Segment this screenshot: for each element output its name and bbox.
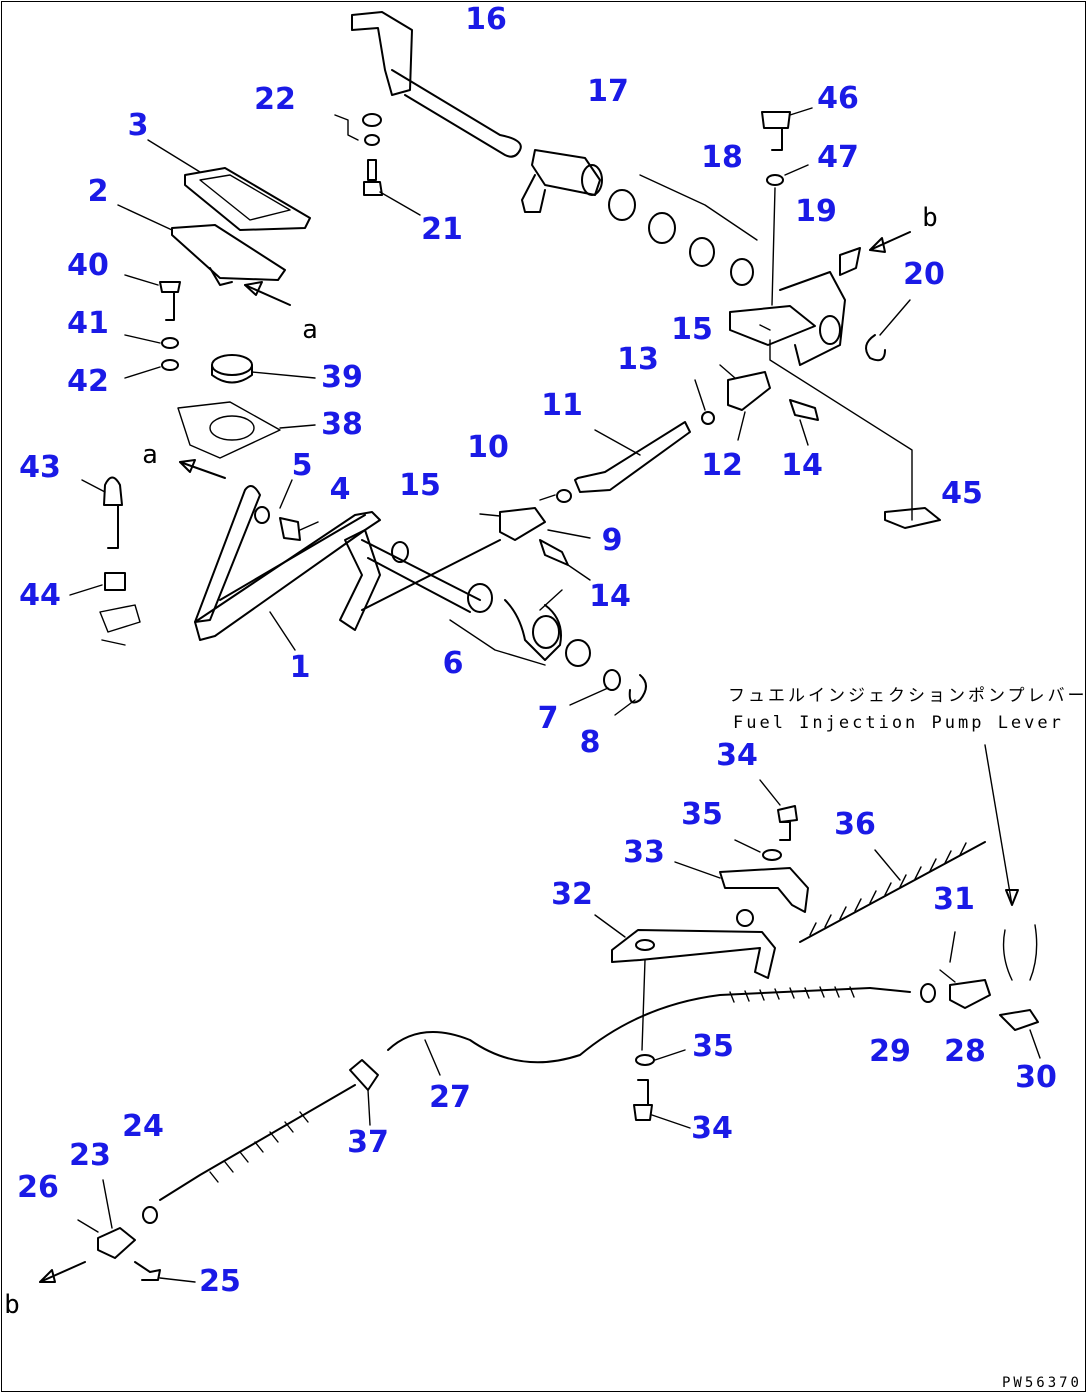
part-plate-45: [769, 339, 941, 529]
callout-45: 45: [941, 476, 983, 511]
ref-b-bottom: b: [4, 1290, 20, 1320]
callout-44: 44: [19, 578, 61, 613]
callout-35-bottom: 35: [692, 1029, 734, 1064]
callout-1: 1: [289, 650, 311, 685]
part-sleeve: [521, 149, 603, 213]
part-cable-end: [39, 1179, 196, 1283]
callout-4: 4: [329, 472, 351, 507]
part-snap-ring: [865, 299, 911, 362]
pump-lever-leader: [984, 744, 1019, 906]
callout-30: 30: [1015, 1060, 1057, 1095]
part-bracket-33: [674, 861, 809, 913]
part-bolt-46: [761, 107, 813, 306]
callout-9: 9: [601, 523, 623, 558]
note-japanese: フュエルインジェクションポンプレバー: [728, 686, 1088, 706]
part-rod-clevis-rear: [694, 364, 771, 441]
callout-5: 5: [291, 448, 313, 483]
part-bracket-32: [594, 909, 776, 1051]
callout-17: 17: [587, 74, 629, 109]
ref-a-top: a: [302, 315, 318, 345]
ref-a-left: a: [142, 440, 158, 470]
part-stopper-bolt: [254, 479, 319, 541]
part-spring: [799, 841, 986, 943]
part-shaft-bracket: [351, 11, 522, 158]
part-clip-bolt: [334, 113, 421, 216]
callout-37: 37: [347, 1125, 389, 1160]
callout-15-lower: 15: [399, 468, 441, 503]
callout-14-lower: 14: [589, 579, 631, 614]
drawing-code: PW56370: [1001, 1375, 1082, 1391]
callout-15-upper: 15: [671, 312, 713, 347]
callout-47: 47: [817, 140, 859, 175]
part-pedal-lever: [179, 459, 501, 651]
callout-31: 31: [933, 882, 975, 917]
part-rod-clevis-front: [479, 489, 591, 541]
callout-40: 40: [67, 248, 109, 283]
callout-43: 43: [19, 450, 61, 485]
callout-46: 46: [817, 81, 859, 116]
callout-16: 16: [465, 2, 507, 37]
callout-3: 3: [127, 108, 149, 143]
part-washer-clip: [569, 669, 647, 716]
part-boot-plate: [177, 354, 316, 459]
part-bolt-washers: [124, 274, 181, 379]
callout-29: 29: [869, 1034, 911, 1069]
callout-7: 7: [537, 701, 559, 736]
part-cable-joint: [920, 924, 1041, 1059]
part-bellcrank: [729, 231, 911, 366]
callout-14-upper: 14: [781, 448, 823, 483]
ref-b-right: b: [922, 203, 938, 233]
callout-27: 27: [429, 1080, 471, 1115]
callout-39: 39: [321, 360, 363, 395]
callout-42: 42: [67, 364, 109, 399]
part-bolt-34-top: [734, 779, 798, 861]
callout-23: 23: [69, 1138, 111, 1173]
callout-12: 12: [701, 448, 743, 483]
part-cable-rear: [159, 1059, 379, 1201]
callout-34-top: 34: [716, 738, 758, 773]
part-pedal-plate: [117, 204, 291, 306]
callout-10: 10: [467, 430, 509, 465]
callout-8: 8: [579, 725, 601, 760]
callout-33: 33: [623, 835, 665, 870]
callout-25: 25: [199, 1264, 241, 1299]
callout-21: 21: [421, 212, 463, 247]
part-bolt-nut: [69, 476, 141, 646]
part-pedal-bushings: [449, 583, 591, 667]
callout-11: 11: [541, 388, 583, 423]
callout-38: 38: [321, 407, 363, 442]
part-pedal-pad: [147, 139, 311, 231]
callout-35-top: 35: [681, 797, 723, 832]
part-cable: [387, 986, 911, 1076]
callout-24: 24: [122, 1109, 164, 1144]
callout-20: 20: [903, 257, 945, 292]
callout-6: 6: [442, 646, 464, 681]
callout-34-bottom: 34: [691, 1111, 733, 1146]
callout-19: 19: [795, 194, 837, 229]
callout-26: 26: [17, 1170, 59, 1205]
part-bolt-34-bottom: [633, 1049, 691, 1129]
callout-2: 2: [87, 174, 109, 209]
note-english: Fuel Injection Pump Lever: [733, 713, 1064, 733]
callout-22: 22: [254, 82, 296, 117]
callout-18: 18: [701, 140, 743, 175]
part-pin-upper: [789, 399, 819, 446]
callout-28: 28: [944, 1034, 986, 1069]
part-bushings: [608, 174, 758, 286]
part-pin-lower: [539, 539, 591, 581]
part-rod: [574, 421, 691, 493]
callout-32: 32: [551, 877, 593, 912]
callout-41: 41: [67, 306, 109, 341]
callout-13: 13: [617, 342, 659, 377]
callout-36: 36: [834, 807, 876, 842]
